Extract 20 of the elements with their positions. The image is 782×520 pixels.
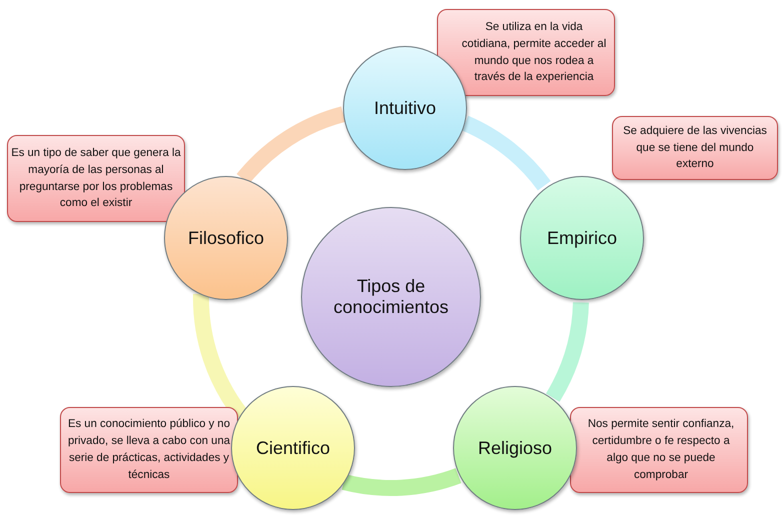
node-label: Cientifico xyxy=(256,438,330,458)
description-text: Se utiliza en la vida cotidiana, permite acceder al mundo que nos rodea a través de la experiencia xyxy=(460,20,608,86)
node-label: Empirico xyxy=(546,228,617,248)
description-text: Nos permite sentir confianza, certidumbre o fe respecto a algo que no se puede comprobar xyxy=(586,417,736,483)
node-label: Tipos de conocimientos xyxy=(332,276,450,318)
node-label: Religioso xyxy=(478,438,552,458)
description-callout xyxy=(570,407,748,493)
ring-segment xyxy=(193,294,248,420)
description-callout xyxy=(60,407,238,493)
ring-segment xyxy=(546,302,589,402)
description-text: Es un tipo de saber que genera la mayoría de las personas al preguntarse por los problemas como el existir xyxy=(10,146,182,212)
description-callout xyxy=(612,116,778,180)
ring-segment xyxy=(342,468,461,496)
ring-segment xyxy=(462,116,550,191)
description-callout xyxy=(437,9,615,96)
description-text: Es un conocimiento público y no privado, se lleva a cabo con una serie de prácticas, actividades y técnicas xyxy=(66,417,232,483)
node-label: Filosofico xyxy=(188,228,264,248)
description-text: Se adquiere de las vivencias que se tiene del mundo externo xyxy=(622,124,768,172)
description-callout xyxy=(7,135,185,222)
node-label: Intuitivo xyxy=(374,98,436,118)
